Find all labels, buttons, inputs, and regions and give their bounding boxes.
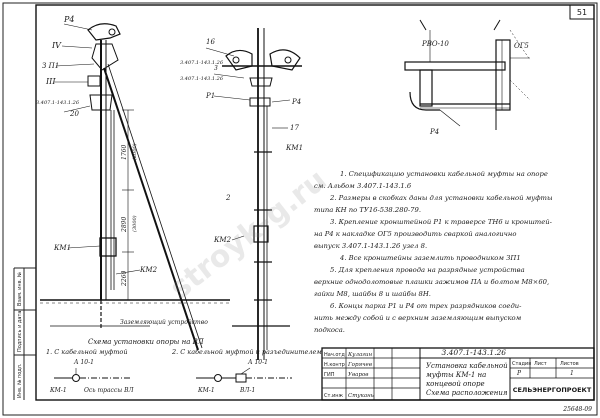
detail-label-rvo: РВО-10 (421, 40, 449, 48)
fit-label-3: 3 (214, 65, 218, 72)
pole-view (40, 23, 230, 351)
tb-role: Нач.отд (324, 352, 345, 358)
note-line: 3. Крепление кронштейной Р1 к траверсе Т… (330, 218, 553, 226)
schema-a2: А 10-1 (247, 359, 268, 366)
dim-sub-1: (2000) (131, 143, 138, 160)
left-stamp-strip: Взам. инв. № Подпись и дата Инв. № подл. (13, 267, 36, 400)
notes: 1. Спецификацию установки кабельной муфт… (314, 170, 553, 334)
schema-item-2: 2. С кабельной муфтой и разъединителем (171, 348, 322, 356)
fitting-view-labels: 16 3.407.1-143.1.26 3 3.407.1-143.1.26 5… (180, 38, 303, 244)
tb-sheets-label: Листов (560, 361, 579, 367)
tb-title-line: Схема расположения (426, 389, 508, 397)
tb-role: ГИП (324, 372, 335, 378)
schema-km-1: КМ-1 (49, 387, 67, 394)
installation-schema: Схема установки опоры на ВЛ 1. С кабельн… (46, 338, 322, 394)
fit-label-2: 2 (225, 194, 231, 202)
pole-label-km1: КМ1 (53, 244, 71, 252)
note-line: см. Альбом 3.407.1-143.1.6 (314, 182, 412, 190)
note-line: 5. Для крепления провода на разрядные ус… (330, 266, 525, 274)
schema-title: Схема установки опоры на ВЛ (88, 338, 204, 346)
detail-view-labels: РВО-10 ОГ5 Р4 (421, 40, 529, 136)
schema-a1: А 10-1 (73, 359, 94, 366)
tb-code: 3.407.1-143.1.26 (441, 348, 506, 357)
schema-item-1: 1. С кабельной муфтой (46, 348, 128, 356)
fit-label-km1: КМ1 (285, 144, 303, 152)
tb-sheets-value: 1 (570, 370, 574, 377)
bottom-code: 25648-09 (562, 406, 592, 413)
dim-1760: 1760 (121, 145, 128, 160)
note-line: 1. Спецификацию установки кабельной муфт… (340, 170, 548, 178)
note-line: выпуск 3.407.1-143.1.26 узел 8. (314, 242, 427, 250)
schema-vl: ВЛ-1 (239, 387, 255, 394)
schema-axis: Ось трассы ВЛ (84, 387, 134, 394)
pole-label-ref: 3.407.1-143.1.26 (36, 100, 80, 106)
detail-view (404, 19, 531, 130)
detail-label-ogs: ОГ5 (514, 42, 529, 50)
pole-label-km2: КМ2 (139, 266, 158, 274)
dim-sub-2: (3000) (131, 215, 138, 232)
note-line: 6. Концы парка Р1 и Р4 от трех разрядник… (330, 302, 522, 310)
note-line: верхние однодолотовые плашки зажимов ПА … (314, 278, 549, 286)
fit-label-p4: Р4 (291, 98, 301, 106)
pole-view-labels: Р4 IV З П1 III 3.407.1-143.1.26 20 КМ1 К… (36, 15, 208, 326)
tb-sheet-label: Лист (534, 361, 547, 367)
fitting-view (205, 28, 302, 360)
note-line: гайки М8, шайбы 8 и шайбы 8Н. (314, 290, 431, 298)
tb-person: Горячев (347, 362, 372, 368)
strip-label-3: Инв. № подл. (17, 363, 23, 398)
note-line: нить между собой и с верхним заземляющим… (314, 314, 522, 322)
sheet-number: 51 (577, 8, 587, 17)
ground-caption: Заземляющий устройство (120, 319, 208, 326)
tb-person: Кулагин (347, 352, 373, 358)
tb-title-line: концевой опоре (426, 380, 485, 388)
tb-title-line: муфты КМ-1 на (426, 371, 486, 379)
pole-label-zp1: З П1 (42, 62, 59, 70)
schema-km-2: КМ-1 (197, 387, 215, 394)
title-block-text: Нач.отд Кулагин Н.контр Горячев ГИП Увар… (324, 348, 592, 399)
strip-label-1: Взам. инв. № (17, 271, 23, 306)
pole-label-iii: III (45, 77, 56, 86)
fit-label-km2: КМ2 (213, 236, 232, 244)
tb-person: Стукань (348, 393, 374, 399)
note-line: подкоса. (314, 326, 345, 334)
dim-2260: 2260 (121, 271, 128, 287)
tb-role: Ст.инж (324, 393, 344, 399)
detail-label-p4: Р4 (429, 128, 439, 136)
note-line: типа КН по ТУ16-538.280-79. (314, 206, 421, 214)
strip-label-2: Подпись и дата (17, 311, 23, 352)
title-block (321, 347, 595, 401)
note-line: на Р4 к накладке ОГ5 производить сваркой… (314, 230, 516, 238)
inner-frame (35, 4, 595, 401)
tb-stage-label: Стадия (512, 361, 531, 367)
note-line: 4. Все кронштейны заземлить проводником … (339, 254, 521, 262)
dim-2890: 2890 (121, 217, 128, 233)
tb-title-line: Установка кабельной (426, 362, 508, 370)
fit-label-ref-b: 3.407.1-143.1.26 (180, 76, 224, 82)
fit-label-16: 16 (206, 38, 215, 46)
tb-person: Уваров (348, 372, 369, 378)
sheet-number-box (569, 4, 595, 20)
pole-label-p4: Р4 (63, 15, 74, 24)
fit-label-ref-a: 3.407.1-143.1.26 (180, 60, 224, 66)
pole-label-iv: IV (51, 41, 62, 50)
tb-org: СЕЛЬЭНЕРГОПРОЕКТ (513, 386, 592, 394)
note-line: 2. Размеры в скобках даны для установки … (329, 194, 553, 202)
fit-label-p1: Р1 (205, 92, 215, 100)
tb-role: Н.контр (324, 362, 345, 368)
tb-stage-value: Р (516, 370, 522, 377)
watermark: stroyk-g.ru (163, 163, 333, 307)
fit-label-17: 17 (290, 124, 299, 132)
pole-label-20: 20 (69, 110, 79, 118)
